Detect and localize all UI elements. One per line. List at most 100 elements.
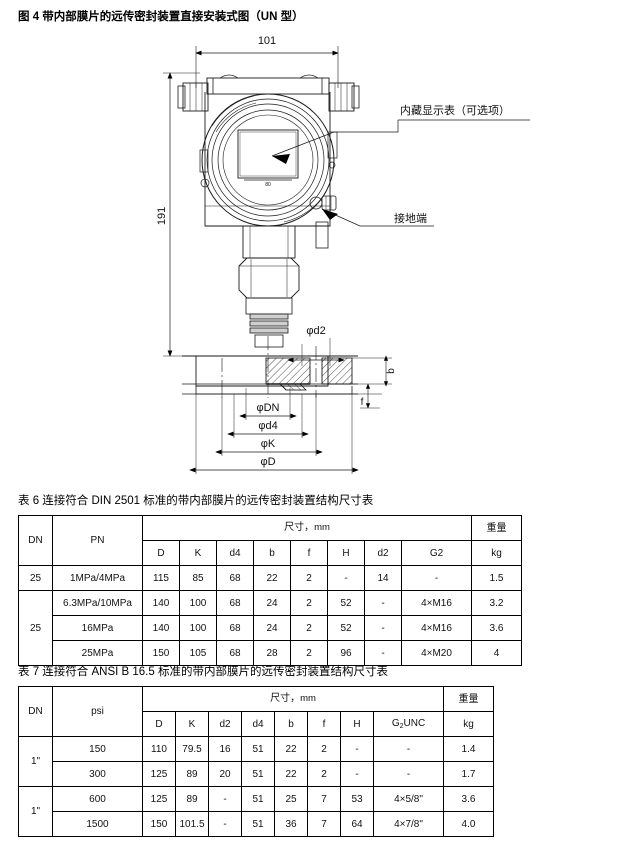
cell-pn: 150 (52, 736, 143, 762)
cell-k: 89 (175, 786, 209, 812)
cell-b: 28 (253, 640, 291, 666)
cell-h: - (327, 565, 365, 591)
th-weight-unit: kg (443, 711, 494, 737)
th-weight-group: 重量 (443, 686, 494, 712)
table6-header-row-1: DN PN 尺寸，mm 重量 (18, 515, 522, 566)
cell-h: 53 (340, 786, 374, 812)
cell-kg: 1.7 (443, 761, 494, 787)
th-size-group: 尺寸，mm (142, 686, 444, 712)
cell-b: 24 (253, 615, 291, 641)
cell-f: 2 (307, 736, 341, 762)
th-dn: DN (18, 686, 53, 737)
cell-g2: - (373, 736, 444, 762)
dim-f: f (361, 397, 364, 408)
th-col-H: H (340, 711, 374, 737)
cell-k: 101.5 (175, 811, 209, 837)
th-pn: PN (52, 515, 143, 566)
cell-d: 115 (142, 565, 180, 591)
cell-g2: - (373, 761, 444, 787)
cell-kg: 1.5 (471, 565, 522, 591)
cell-d2: - (364, 615, 402, 641)
th-col-d4: d4 (241, 711, 275, 737)
table6-header-row-2: D K d4 b f H d2 G2 kg (19, 540, 522, 566)
cell-pn: 16MPa (52, 615, 143, 641)
cell-kg: 3.6 (443, 786, 494, 812)
cell-d4: 68 (216, 615, 254, 641)
cell-kg: 3.6 (471, 615, 522, 641)
th-size-label: 尺寸， (270, 693, 301, 705)
th-col-H: H (327, 540, 365, 566)
cell-d: 150 (142, 811, 176, 837)
figure-title: 图 4 带内部膜片的远传密封装置直接安装式图（UN 型） (18, 11, 304, 23)
cell-b: 24 (253, 590, 291, 616)
dim-width-101: 101 (258, 35, 276, 47)
table6: DN PN 尺寸，mm 重量 D K d4 b f H d2 G2 kg (18, 515, 522, 666)
th-size-label: 尺寸， (284, 522, 315, 534)
cell-kg: 4.0 (443, 811, 494, 837)
th-col-d2: d2 (208, 711, 242, 737)
th-col-d4: d4 (216, 540, 254, 566)
cell-h: 52 (327, 590, 365, 616)
th-col-G2UNC: G2UNC (373, 711, 444, 737)
cell-d4: 68 (216, 590, 254, 616)
cell-dn: 25 (18, 565, 53, 591)
cell-d2: 20 (208, 761, 242, 787)
cell-b: 36 (274, 811, 308, 837)
cell-d2: - (208, 811, 242, 837)
th-col-b: b (253, 540, 291, 566)
cell-f: 2 (290, 590, 328, 616)
cell-k: 85 (179, 565, 217, 591)
dim-height-191: 191 (156, 207, 168, 225)
cell-d2: - (208, 786, 242, 812)
cell-pn: 600 (52, 786, 143, 812)
cell-pn: 1500 (52, 811, 143, 837)
cell-d2: 16 (208, 736, 242, 762)
dim-b: b (386, 368, 397, 374)
table6-block: 表 6 连接符合 DIN 2501 标准的带内部膜片的远传密封装置结构尺寸表 D… (18, 492, 522, 666)
cell-f: 2 (307, 761, 341, 787)
cell-pn: 300 (52, 761, 143, 787)
th-psi: psi (52, 686, 143, 737)
cell-g2: 4×M16 (401, 590, 472, 616)
cell-d: 140 (142, 590, 180, 616)
cell-k: 79.5 (175, 736, 209, 762)
cell-d4: 68 (216, 640, 254, 666)
cell-g2: 4×7/8" (373, 811, 444, 837)
cell-kg: 1.4 (443, 736, 494, 762)
cell-h: 96 (327, 640, 365, 666)
dim-d: φD (260, 456, 275, 468)
cell-kg: 4 (471, 640, 522, 666)
th-weight-unit: kg (471, 540, 522, 566)
cell-d4: 51 (241, 736, 275, 762)
technical-drawing: 80 (0, 26, 644, 481)
callout-display-label: 内藏显示表（可选项） (400, 103, 510, 117)
cell-f: 7 (307, 811, 341, 837)
cell-g2: - (401, 565, 472, 591)
cell-d: 140 (142, 615, 180, 641)
th-col-d2: d2 (364, 540, 402, 566)
cell-d2: 14 (364, 565, 402, 591)
table7-block: 表 7 连接符合 ANSI B 16.5 标准的带内部膜片的远传密封装置结构尺寸… (18, 663, 494, 837)
cell-d4: 68 (216, 565, 254, 591)
cell-k: 100 (179, 615, 217, 641)
th-col-K: K (179, 540, 217, 566)
cell-dn: 1" (18, 786, 53, 837)
cell-d: 125 (142, 786, 176, 812)
cell-h: - (340, 736, 374, 762)
th-size-unit: mm (314, 522, 330, 534)
cell-d: 125 (142, 761, 176, 787)
th-dn: DN (18, 515, 53, 566)
cell-d2: - (364, 640, 402, 666)
cell-kg: 3.2 (471, 590, 522, 616)
cell-d: 110 (142, 736, 176, 762)
th-size-group: 尺寸，mm (142, 515, 472, 541)
cell-k: 100 (179, 590, 217, 616)
table7: DN psi 尺寸，mm 重量 D K d2 d4 b f H G2UNC (18, 686, 494, 837)
